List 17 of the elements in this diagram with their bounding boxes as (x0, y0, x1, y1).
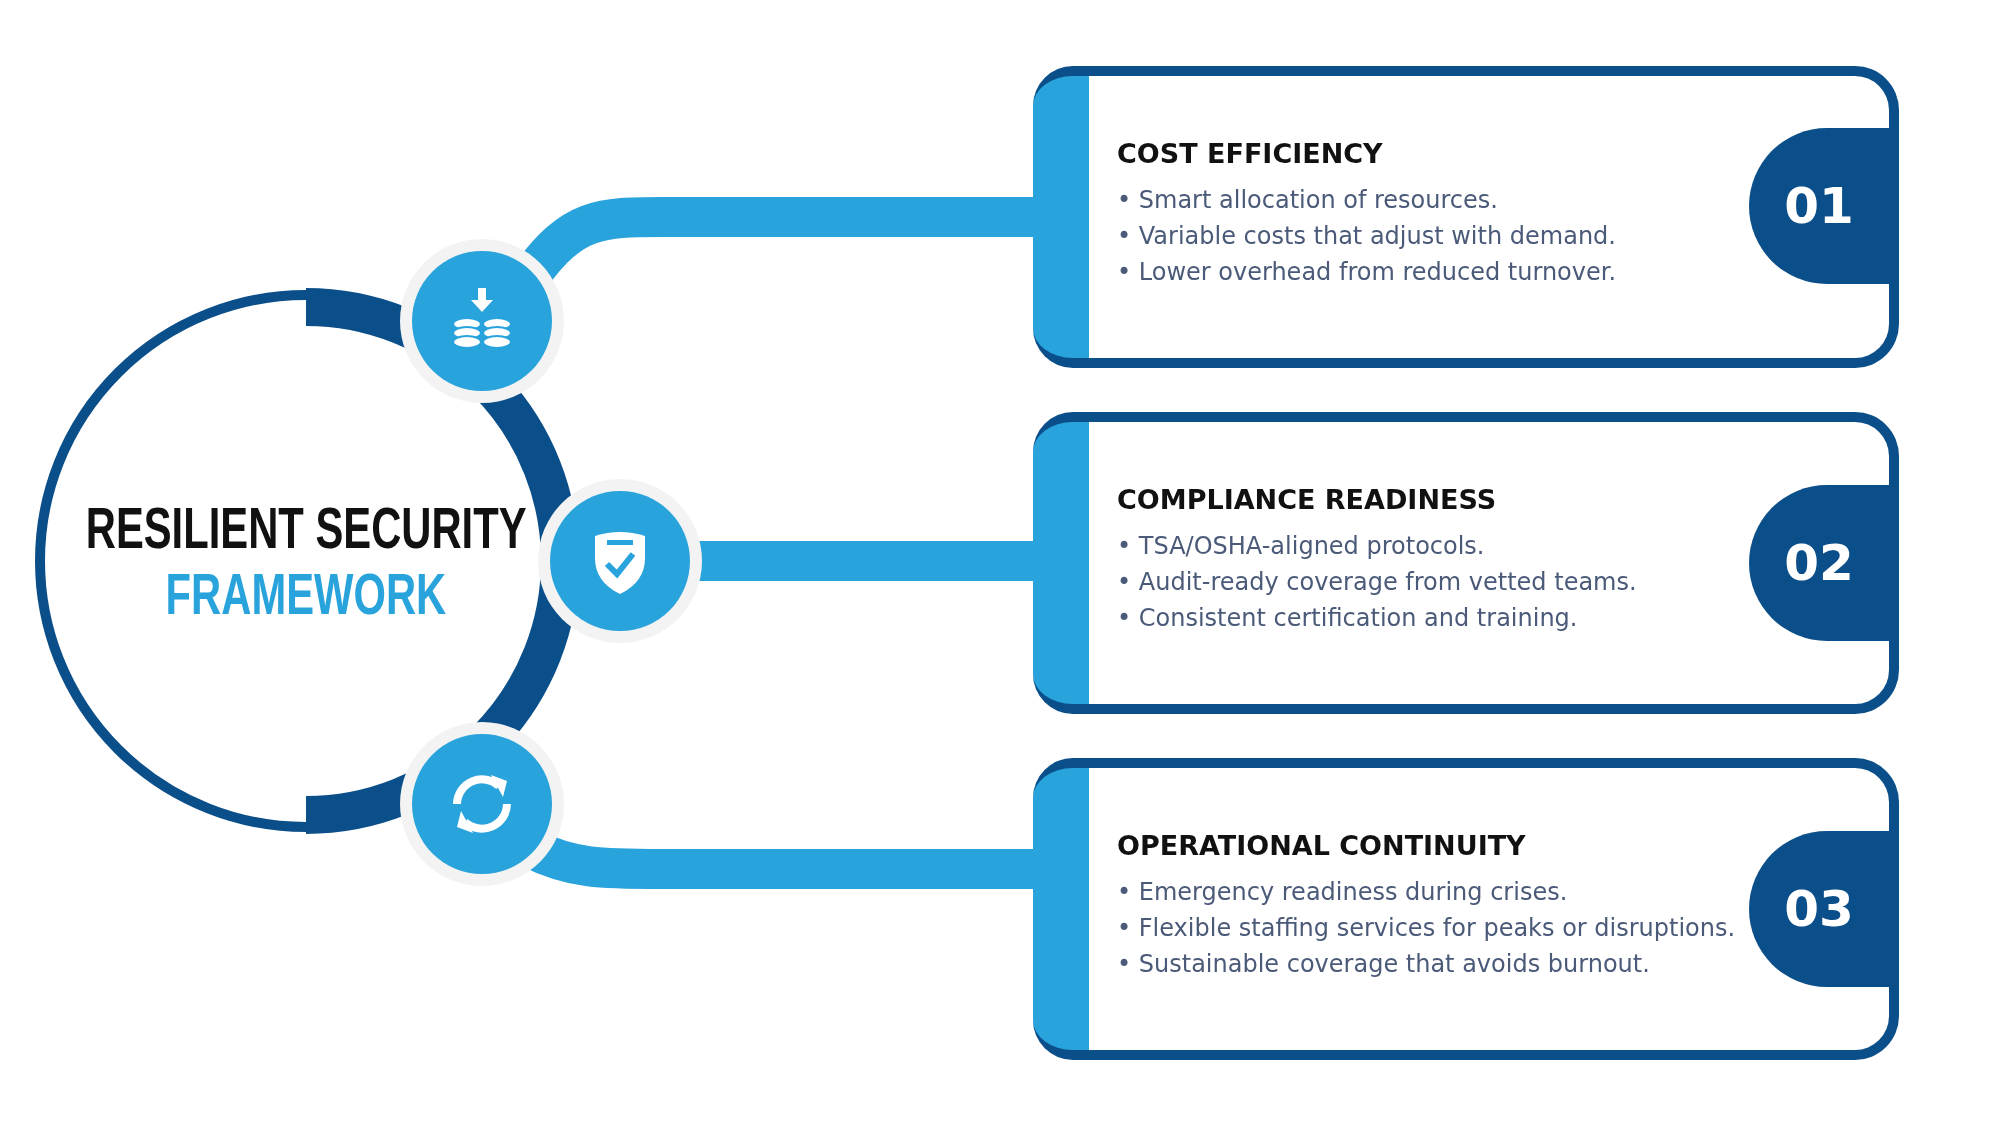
bullet-item: • Sustainable coverage that avoids burnout. (1117, 949, 1650, 980)
bullet-item: • Variable costs that adjust with demand. (1117, 221, 1616, 252)
card-heading: OPERATIONAL CONTINUITY (1117, 830, 1526, 861)
bullet-item: • Audit-ready coverage from vetted teams. (1117, 567, 1637, 598)
bullet-item: • Flexible staffing services for peaks or disruptions. (1117, 913, 1736, 944)
bullet-item: • Smart allocation of resources. (1117, 185, 1498, 216)
title-text: RESILIENT SECURITY (85, 495, 527, 561)
bullet-item: • TSA/OSHA-aligned protocols. (1117, 531, 1485, 562)
title-text: FRAMEWORK (165, 561, 447, 627)
card-heading: COMPLIANCE READINESS (1117, 484, 1497, 515)
card-heading: COST EFFICIENCY (1117, 138, 1383, 169)
number-badge: 02 (1749, 485, 1889, 641)
number-badge: 01 (1749, 128, 1889, 284)
bullet-item: • Emergency readiness during crises. (1117, 877, 1568, 908)
bullet-item: • Consistent certification and training. (1117, 603, 1578, 634)
number-badge: 03 (1749, 831, 1889, 987)
bullet-item: • Lower overhead from reduced turnover. (1117, 257, 1617, 288)
